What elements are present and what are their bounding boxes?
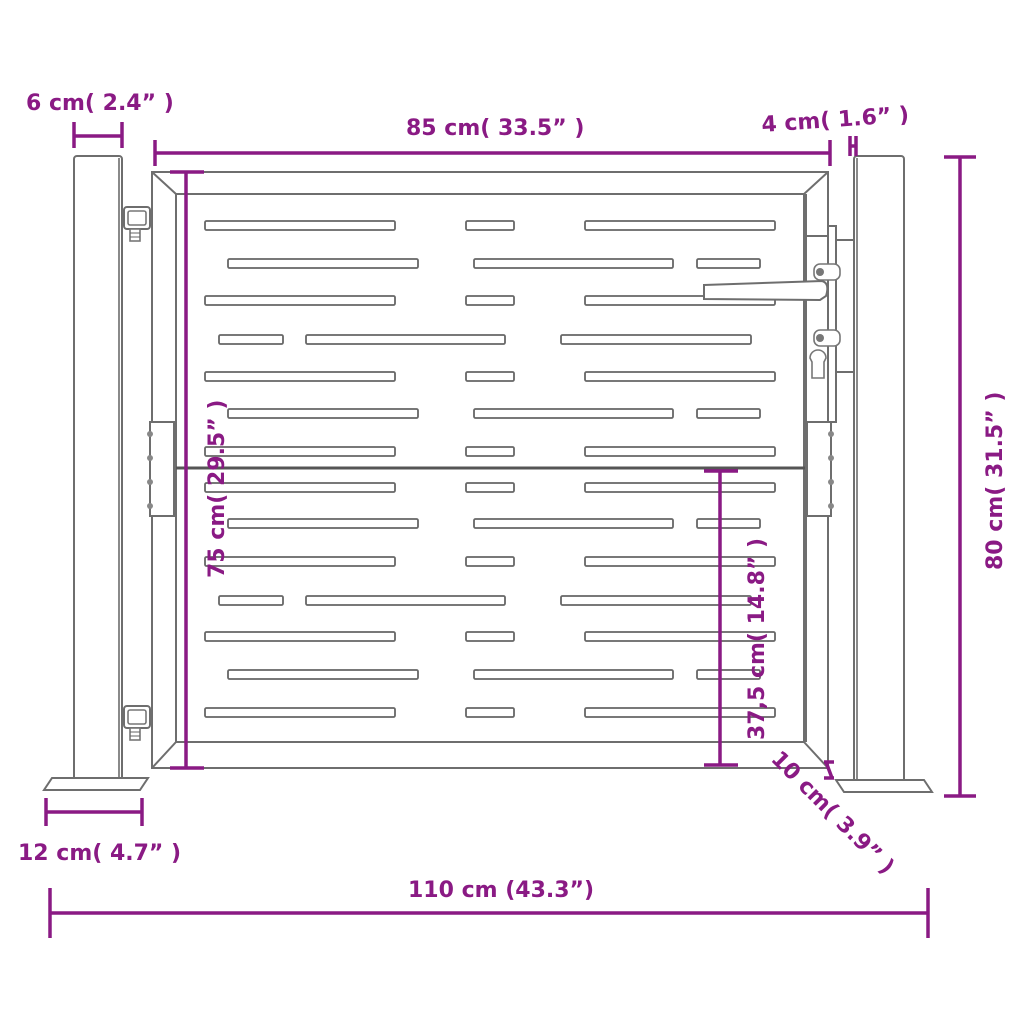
gate-slot bbox=[465, 371, 515, 382]
dim-hinge-gap: 4 cm( 1.6” ) bbox=[761, 103, 910, 156]
lever-handle-icon bbox=[703, 279, 829, 302]
dim-base-plate-width: 12 cm( 4.7” ) bbox=[18, 798, 181, 866]
gate-slot bbox=[473, 258, 674, 269]
gate-slot bbox=[473, 518, 674, 529]
gate-slot bbox=[465, 446, 515, 457]
gate-slot bbox=[465, 295, 515, 306]
gate-slot bbox=[204, 631, 396, 642]
label-post-width: 6 cm( 2.4” ) bbox=[26, 91, 174, 116]
dim-total-height: 80 cm( 31.5” ) bbox=[944, 155, 1008, 798]
label-half-height: 37,5 cm( 14.8” ) bbox=[745, 538, 770, 740]
gate-slot bbox=[204, 295, 396, 306]
label-hinge-gap: 4 cm( 1.6” ) bbox=[761, 103, 910, 138]
gate-slot bbox=[465, 556, 515, 567]
label-total-width: 110 cm (43.3”) bbox=[408, 878, 594, 903]
gate-slot bbox=[465, 482, 515, 493]
gate-slot bbox=[227, 669, 419, 680]
dim-total-width: 110 cm (43.3”) bbox=[48, 878, 930, 938]
label-base-plate-width: 12 cm( 4.7” ) bbox=[18, 841, 181, 866]
gate-slot bbox=[204, 707, 396, 718]
gate-slot bbox=[584, 707, 776, 718]
gate-slot bbox=[465, 631, 515, 642]
gate-slot bbox=[696, 669, 761, 680]
gate-slot bbox=[227, 408, 419, 419]
label-total-height: 80 cm( 31.5” ) bbox=[983, 392, 1008, 570]
gate-slot bbox=[465, 707, 515, 718]
label-gate-width: 85 cm( 33.5” ) bbox=[406, 116, 584, 141]
gate-slot bbox=[204, 371, 396, 382]
hinge-bottom bbox=[123, 705, 151, 741]
gate-slot bbox=[696, 518, 761, 529]
slot-pattern bbox=[204, 220, 776, 718]
gate-slot bbox=[696, 258, 761, 269]
gate-slot bbox=[560, 595, 752, 606]
gate-slot bbox=[204, 482, 396, 493]
label-gate-height: 75 cm( 29.5” ) bbox=[205, 400, 230, 578]
right-mid-bracket bbox=[806, 421, 834, 517]
gate-slot bbox=[584, 446, 776, 457]
gate-slot bbox=[218, 595, 284, 606]
dim-gate-width: 85 cm( 33.5” ) bbox=[153, 116, 832, 166]
gate-slot bbox=[584, 631, 776, 642]
gate-slot bbox=[584, 220, 776, 231]
gate-slot bbox=[204, 220, 396, 231]
gate-slot bbox=[227, 258, 419, 269]
lock-handle-assembly bbox=[703, 225, 855, 423]
dim-half-height: 37,5 cm( 14.8” ) bbox=[704, 469, 770, 767]
dim-gate-height: 75 cm( 29.5” ) bbox=[170, 170, 230, 770]
right-post bbox=[834, 155, 934, 793]
gate-slot bbox=[473, 669, 674, 680]
gate-slot bbox=[584, 371, 776, 382]
gate-slot bbox=[473, 408, 674, 419]
dim-post-width: 6 cm( 2.4” ) bbox=[26, 91, 174, 148]
gate-slot bbox=[218, 334, 284, 345]
gate-slot bbox=[305, 595, 506, 606]
hinge-top bbox=[123, 206, 151, 242]
gate-slot bbox=[584, 482, 776, 493]
gate-slot bbox=[560, 334, 752, 345]
gate-slot bbox=[584, 556, 776, 567]
gate-slot bbox=[227, 518, 419, 529]
left-mid-bracket bbox=[147, 421, 175, 517]
gate-slot bbox=[696, 408, 761, 419]
gate-slot bbox=[204, 556, 396, 567]
gate-slot bbox=[465, 220, 515, 231]
left-post bbox=[42, 155, 150, 791]
gate-slot bbox=[204, 446, 396, 457]
keyhole-icon bbox=[809, 349, 827, 379]
gate-slot bbox=[305, 334, 506, 345]
